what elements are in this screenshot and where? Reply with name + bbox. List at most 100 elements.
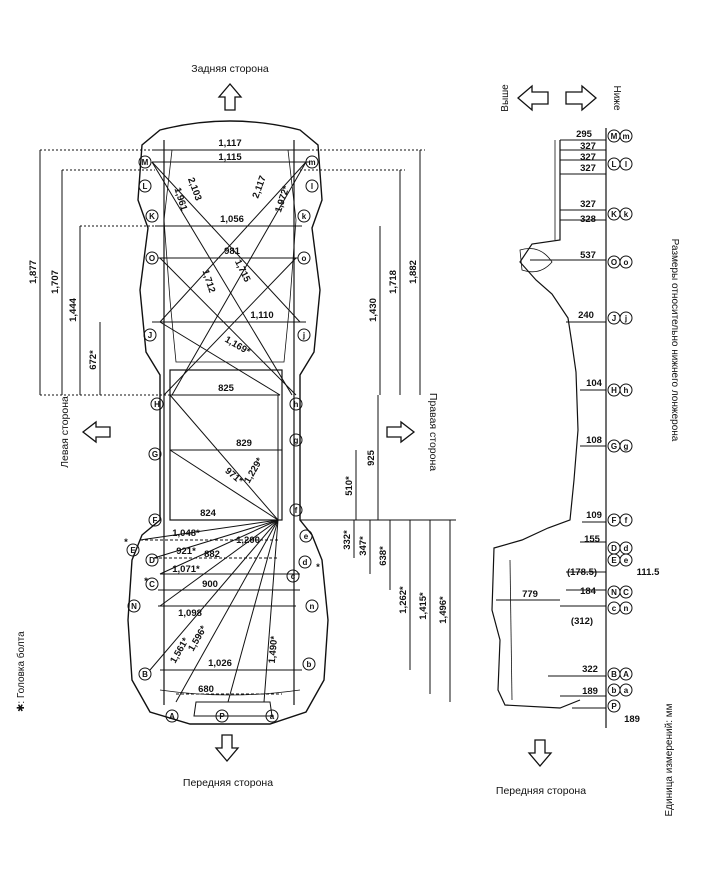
- vertical-label: 1,496*: [438, 596, 449, 624]
- point-label: B: [611, 670, 617, 679]
- point-label: b: [307, 660, 312, 669]
- height-label: 108: [586, 435, 602, 446]
- point-label: N: [611, 588, 617, 597]
- point-label: f: [625, 516, 628, 525]
- point-label: a: [624, 686, 629, 695]
- point-label: m: [622, 132, 629, 141]
- point-label: d: [624, 544, 629, 553]
- height-label: 184: [580, 586, 597, 597]
- point-label: e: [304, 532, 309, 541]
- height-label: 240: [578, 310, 594, 321]
- point-label: D: [611, 544, 617, 553]
- point-label: M: [611, 132, 618, 141]
- point-label: o: [624, 258, 629, 267]
- height-label: 327: [580, 141, 596, 152]
- height-label: 327: [580, 152, 596, 163]
- vertical-label: 1,882: [408, 260, 419, 284]
- vertical-label: 1,430: [368, 298, 379, 322]
- point-label: L: [143, 182, 148, 191]
- point-label: P: [611, 702, 617, 711]
- width-label: 1,026: [208, 658, 232, 669]
- vertical-label: 1,444: [68, 297, 79, 321]
- point-label: j: [302, 331, 305, 340]
- profile-height-labels: 295 327 327 327 327 328 537 240 104 108 …: [522, 129, 660, 725]
- left-side-label: Левая сторона: [59, 396, 71, 468]
- point-label: c: [291, 572, 296, 581]
- point-label: h: [624, 386, 629, 395]
- diagonal-lines: [139, 161, 307, 703]
- vertical-label: 332*: [342, 530, 353, 550]
- bolt-head-legend: ✱: Головка болта: [15, 631, 27, 712]
- point-label: K: [149, 212, 155, 221]
- point-label: K: [611, 210, 617, 219]
- diagonal-label: 1,712: [199, 268, 217, 294]
- vertical-label: 1,262*: [398, 586, 409, 614]
- diagonal-label: 2,103: [185, 176, 203, 202]
- point-label: M: [142, 158, 149, 167]
- diagonal-label: 971*: [223, 466, 245, 487]
- vertical-label: 1,707: [50, 270, 61, 294]
- height-label: 537: [580, 250, 596, 261]
- profile-front-arrow-icon: [527, 739, 553, 768]
- vertical-label: 925: [366, 449, 377, 466]
- profile-reference-points: M m L l K k O o J j H h G g F f D d E e …: [607, 129, 633, 713]
- width-label: 882: [204, 549, 220, 560]
- units-label: Единица измерений: мм: [664, 703, 675, 816]
- height-label: (312): [571, 616, 593, 627]
- bolt-mark: *: [144, 576, 148, 587]
- diagonal-label: 1,229*: [242, 456, 265, 486]
- bolt-mark: *: [124, 537, 128, 548]
- height-label: 779: [522, 589, 538, 600]
- point-label: O: [611, 258, 617, 267]
- point-label: h: [294, 400, 299, 409]
- plan-reference-points-left: M L K O J H G F E D C N B A P: [126, 155, 229, 723]
- height-label: 327: [580, 163, 596, 174]
- vertical-label: 1,718: [388, 270, 399, 294]
- point-label: A: [623, 670, 629, 679]
- diagonal-label: 1,972*: [273, 184, 292, 214]
- width-label: 981: [224, 246, 241, 257]
- point-label: C: [149, 580, 155, 589]
- point-label: L: [612, 160, 617, 169]
- lower-label: Ниже: [611, 85, 622, 110]
- point-label: O: [149, 254, 155, 263]
- height-label: 189: [624, 714, 640, 725]
- profile-front-side-label: Передняя сторона: [496, 785, 586, 797]
- side-profile-outline: [491, 140, 581, 709]
- vertical-label: 1,415*: [418, 592, 429, 620]
- point-label: H: [611, 386, 617, 395]
- height-label: 327: [580, 199, 596, 210]
- right-arrow-icon: [386, 420, 416, 444]
- point-label: e: [624, 556, 629, 565]
- vertical-label: 638*: [378, 546, 389, 566]
- width-label: 1,200: [236, 535, 260, 546]
- width-label: 825: [218, 383, 235, 394]
- width-label: 1,110: [250, 310, 273, 321]
- vertical-label: 347*: [358, 536, 369, 556]
- height-label: 104: [586, 378, 603, 389]
- plan-reference-points-right: m l k o j h g f e d c n b a: [265, 155, 319, 723]
- point-label: H: [154, 400, 160, 409]
- point-label: l: [311, 182, 313, 191]
- relative-dimensions-caption: Размеры относительно нижнего лонжерона: [669, 239, 680, 442]
- point-label: n: [310, 602, 315, 611]
- point-label: G: [611, 442, 617, 451]
- width-label: 1,056: [220, 214, 244, 225]
- point-label: b: [612, 686, 617, 695]
- width-label: 680: [198, 684, 214, 695]
- height-label: 109: [586, 510, 602, 521]
- left-arrow-icon: [81, 420, 111, 444]
- point-label: B: [142, 670, 148, 679]
- height-label: 322: [582, 664, 598, 675]
- height-label: 328: [580, 214, 596, 225]
- vertical-dimension-lines: [39, 149, 456, 702]
- width-lines: [140, 149, 310, 695]
- point-label: c: [612, 604, 617, 613]
- diagonal-label: 1,490*: [267, 635, 280, 664]
- point-label: N: [131, 602, 137, 611]
- point-label: k: [624, 210, 629, 219]
- width-label: 1,115: [218, 152, 242, 163]
- point-label: n: [624, 604, 629, 613]
- vertical-label: 672*: [88, 350, 99, 370]
- point-label: F: [612, 516, 617, 525]
